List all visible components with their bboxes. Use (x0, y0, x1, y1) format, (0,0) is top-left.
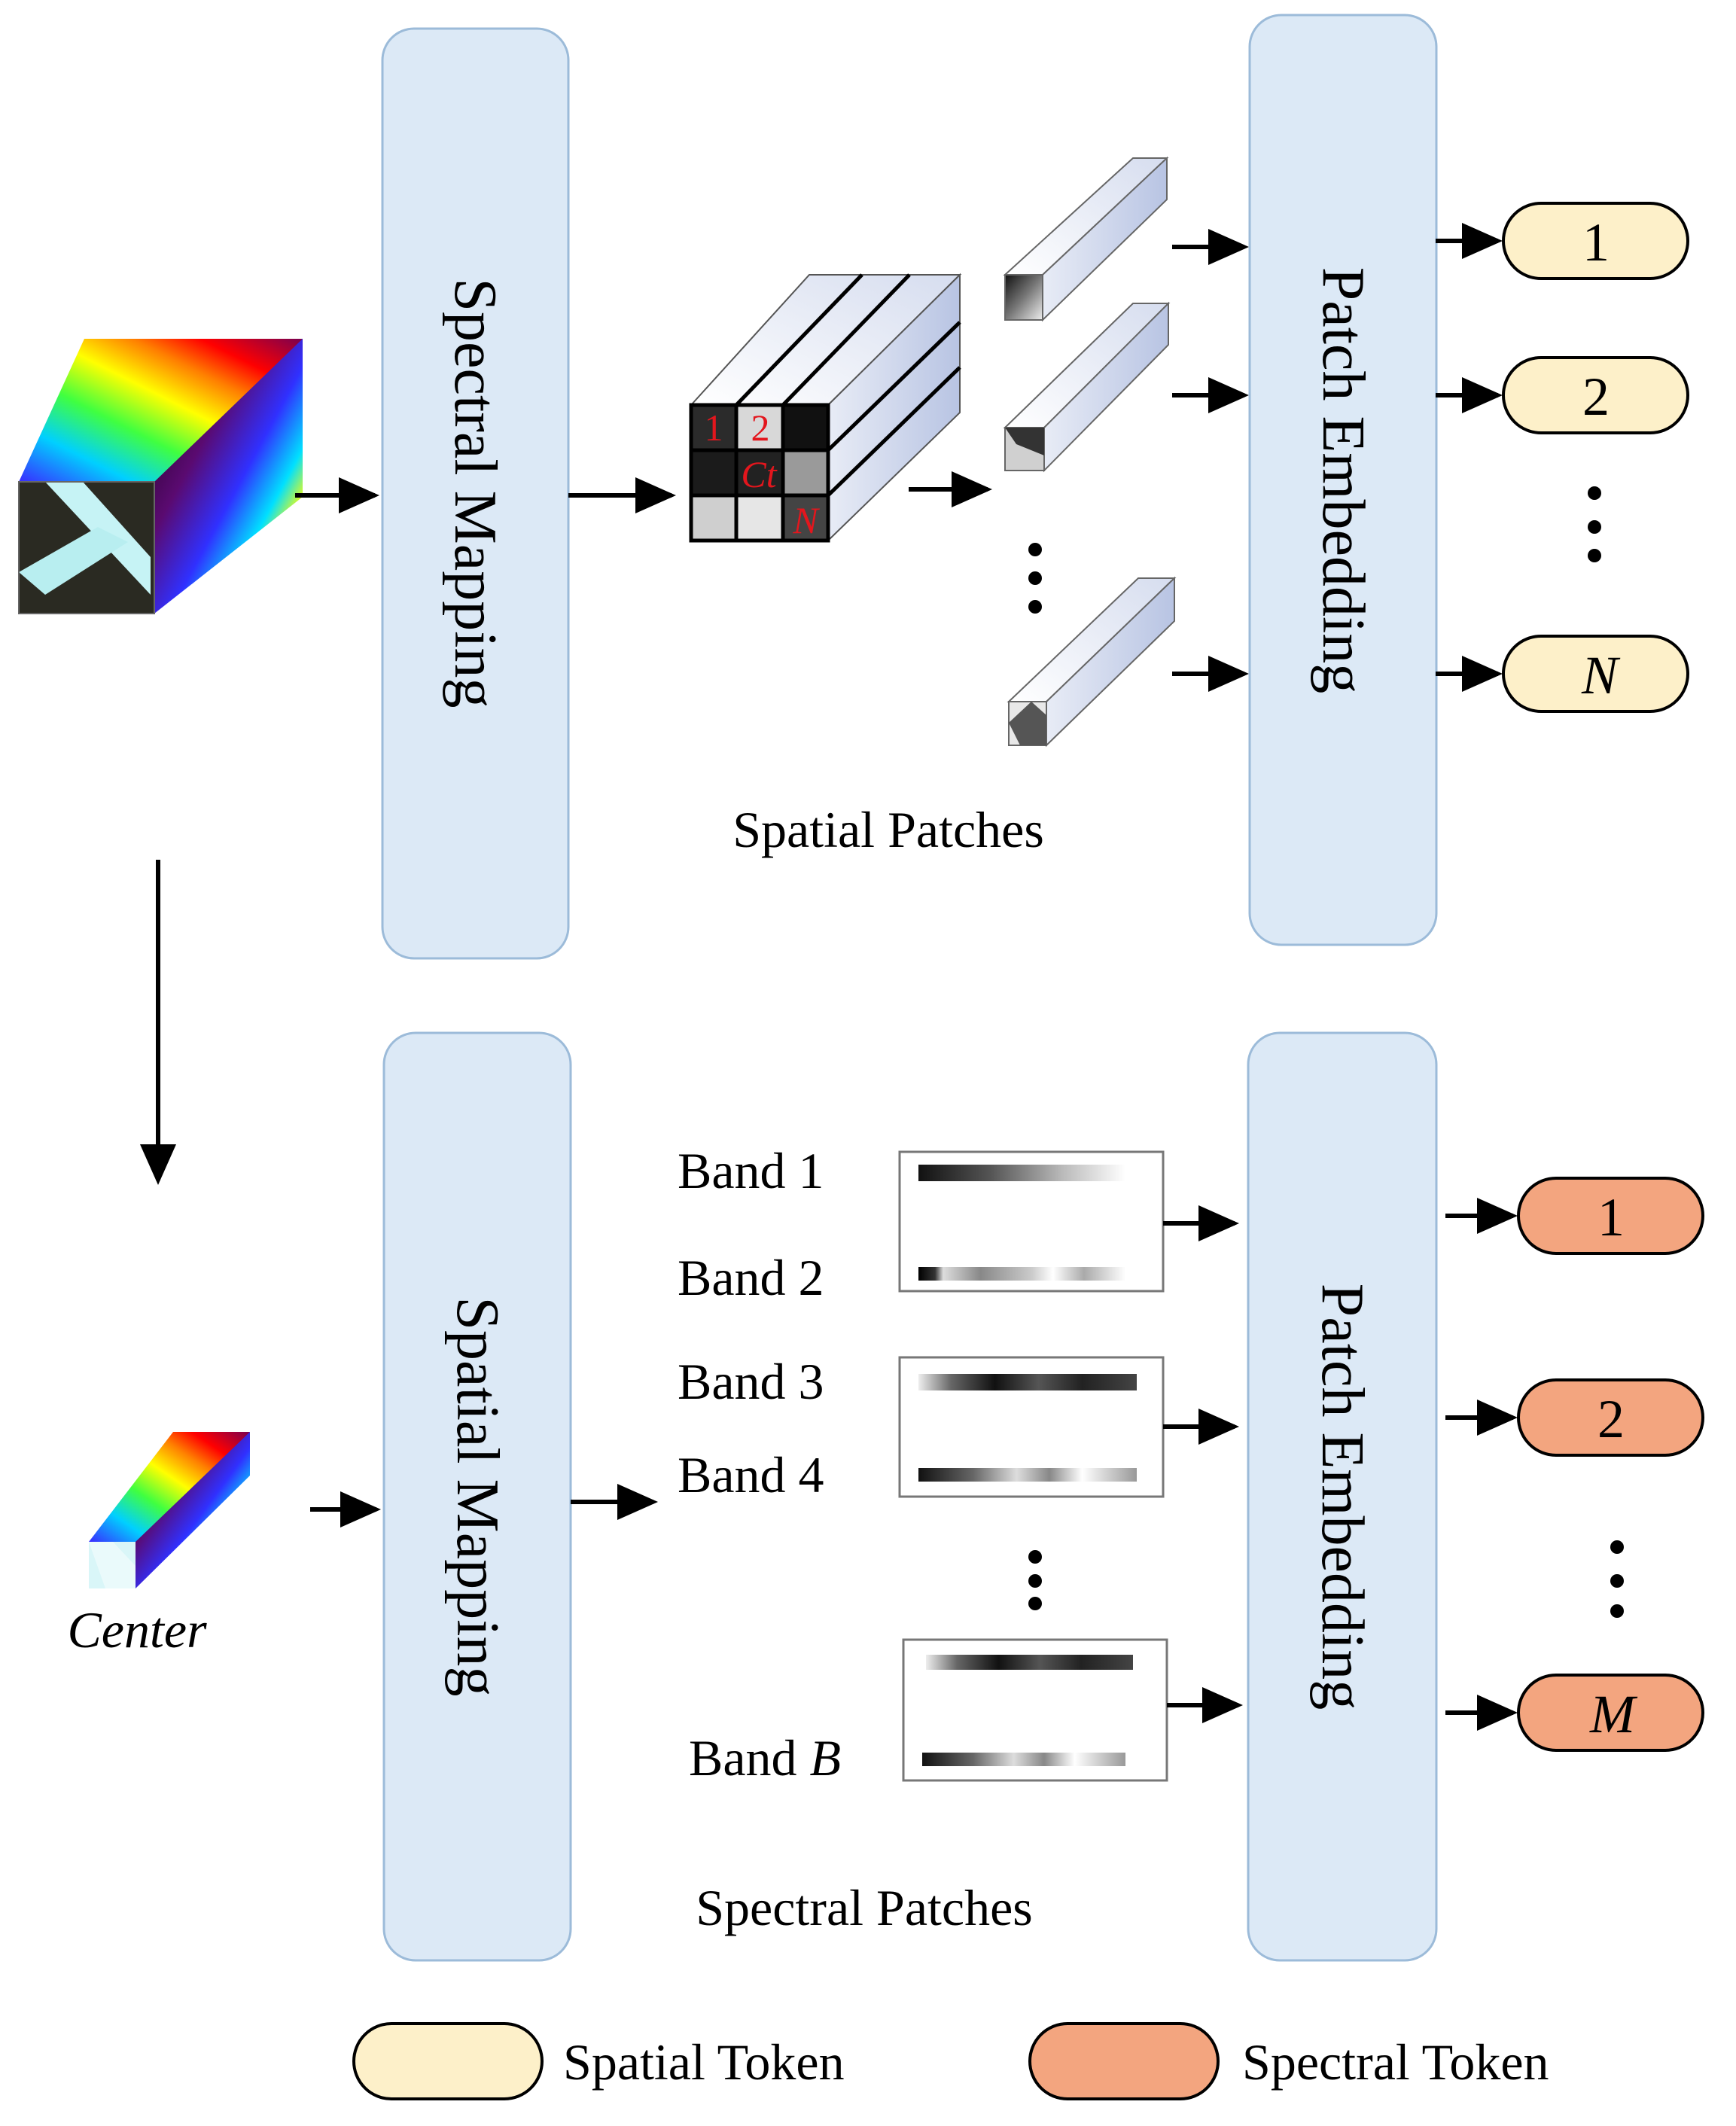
patch-embedding-block-bottom: Patch Embedding (1247, 1031, 1438, 1962)
center-cube-top-face (89, 1432, 250, 1542)
legend: Spatial Token Spectral Token (352, 2022, 1549, 2100)
band-2-label: Band 2 (678, 1249, 824, 1306)
spatial-patch-n (1007, 576, 1177, 748)
spectral-token-m: M (1517, 1674, 1704, 1752)
spectral-mapping-label: Spectral Mapping (442, 279, 508, 708)
spectral-token-2: 2 (1517, 1378, 1704, 1457)
spatial-patch-1 (1003, 156, 1169, 322)
patch-embedding-label-top: Patch Embedding (1310, 267, 1376, 694)
hyperspectral-cube (18, 339, 303, 614)
spectral-patch-b (902, 1638, 1168, 1782)
band-3-label: Band 3 (678, 1353, 824, 1410)
center-cube-side-face (136, 1432, 250, 1588)
spatial-patch-grid: 1 2 Ct N (689, 273, 962, 543)
spatial-token-1-label: 1 (1582, 212, 1610, 273)
patch-embedding-block-top: Patch Embedding (1248, 14, 1438, 946)
spectral-token-1: 1 (1517, 1177, 1704, 1255)
spatial-token-2: 2 (1502, 356, 1689, 434)
spectral-token-ellipsis (1610, 1540, 1624, 1618)
spatial-token-ellipsis (1588, 486, 1601, 562)
spectral-mapping-block: Spectral Mapping (381, 27, 570, 960)
patch-embedding-label-bottom: Patch Embedding (1309, 1284, 1375, 1710)
cube-side-face (154, 339, 303, 614)
spatial-mapping-label: Spatial Mapping (444, 1296, 510, 1696)
spectral-patch-2 (898, 1356, 1165, 1498)
band-1-label: Band 1 (678, 1142, 824, 1199)
grid-label-n: N (792, 499, 820, 541)
grid-label-2: 2 (751, 407, 770, 449)
spectral-patches-caption: Spectral Patches (696, 1879, 1033, 1936)
spatial-mapping-block: Spatial Mapping (382, 1031, 572, 1962)
legend-spectral-label: Spectral Token (1242, 2033, 1549, 2091)
legend-spatial-swatch (352, 2022, 544, 2100)
spatial-token-2-label: 2 (1582, 367, 1610, 427)
legend-spectral-swatch (1028, 2022, 1220, 2100)
spatial-patch-2 (1003, 301, 1171, 473)
spatial-patches-caption: Spatial Patches (732, 801, 1044, 858)
patch-stack-ellipsis (1028, 543, 1042, 614)
spatial-token-1: 1 (1502, 202, 1689, 280)
grid-label-1: 1 (705, 407, 723, 449)
grid-label-center: Ct (741, 453, 777, 495)
band-b-label: Band B (689, 1729, 841, 1786)
spectral-patch-1 (898, 1150, 1165, 1293)
center-cube (89, 1432, 250, 1588)
center-label: Center (67, 1601, 207, 1658)
legend-spatial-label: Spatial Token (563, 2033, 845, 2091)
spectral-token-m-label: M (1589, 1684, 1638, 1744)
spectral-token-2-label: 2 (1597, 1389, 1625, 1449)
spatial-token-n-label: N (1581, 645, 1621, 705)
spectral-patch-ellipsis (1028, 1550, 1042, 1610)
spectral-token-1-label: 1 (1597, 1187, 1625, 1247)
spatial-token-n: N (1502, 635, 1689, 713)
band-4-label: Band 4 (678, 1446, 824, 1503)
